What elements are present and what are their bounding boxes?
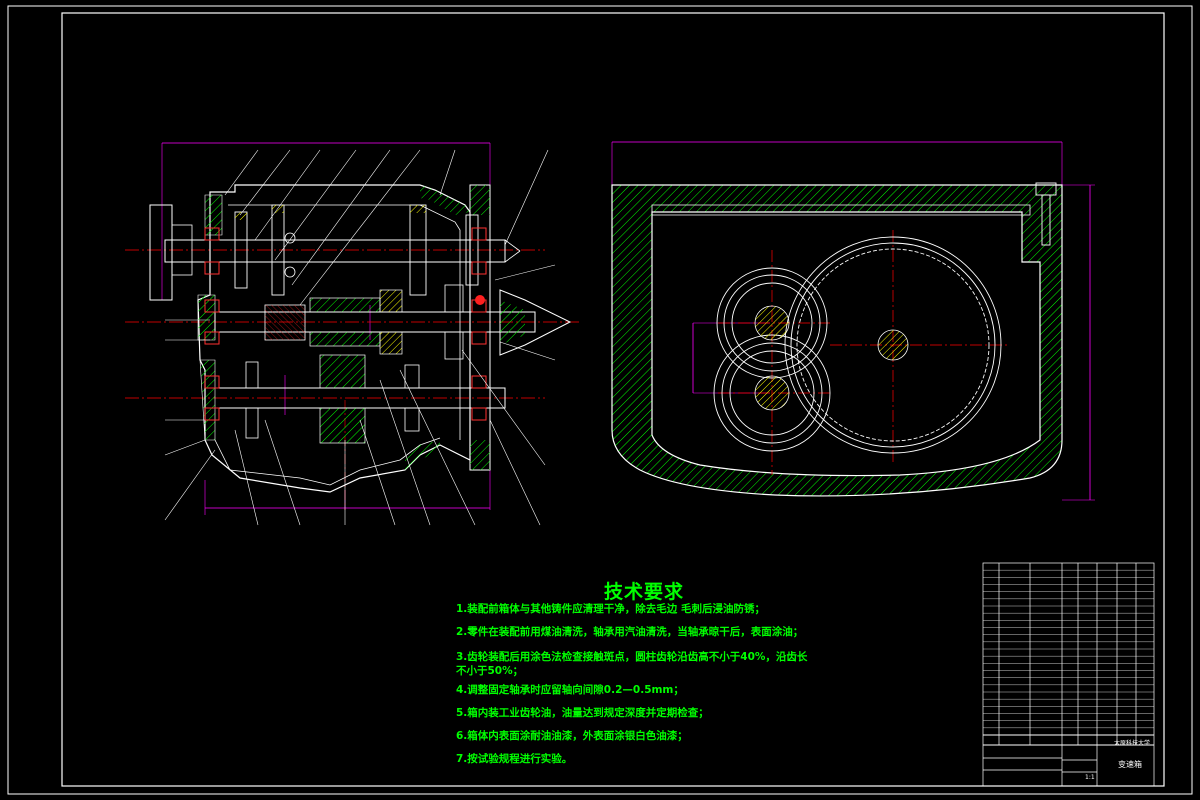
inner-frame [61,12,1165,787]
technical-requirements-title: 技术要求 [604,581,685,603]
side-view [611,141,1095,501]
drawing-scale: 1:1 [1085,774,1095,781]
requirement-item: 7.按试验规程进行实验。 [456,753,573,765]
school-name: 太原科技大学 [1114,740,1151,747]
requirement-item: 5.箱内装工业齿轮油，油量达到规定深度并定期检查； [456,707,709,719]
requirement-item: 1.装配前箱体与其他铸件应清理干净，除去毛边 毛刺后浸油防锈； [456,603,765,615]
requirement-item: 4.调整固定轴承时应留轴向间隙0.2—0.5mm； [456,684,684,696]
outer-border [7,5,1193,795]
drawing-name: 变速箱 [1118,760,1142,769]
title-block [982,562,1155,787]
requirement-item: 3.齿轮装配后用涂色法检查接触斑点，圆柱齿轮沿齿高不小于40%，沿齿长不小于50… [456,651,808,677]
parts-list-rows [983,569,1154,729]
sectional-view [125,142,580,526]
technical-requirements-list: 1.装配前箱体与其他铸件应清理干净，除去毛边 毛刺后浸油防锈； 2.零件在装配前… [456,604,816,777]
requirement-item: 2.零件在装配前用煤油清洗，轴承用汽油清洗，当轴承晾干后，表面涂油； [456,626,804,638]
requirement-item: 6.箱体内表面涂耐油油漆，外表面涂银白色油漆； [456,730,688,742]
